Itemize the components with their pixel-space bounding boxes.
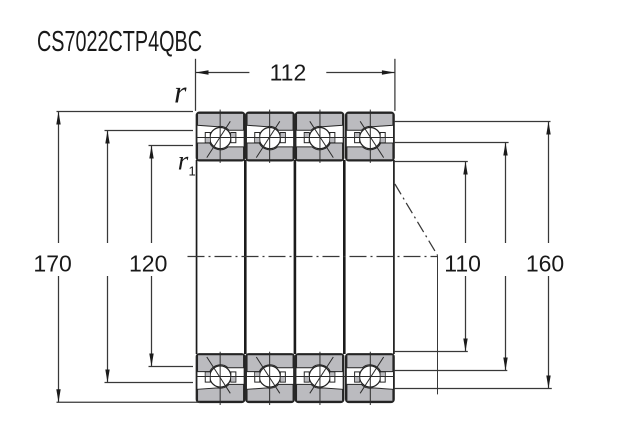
svg-text:110: 110 <box>444 251 481 277</box>
svg-text:r: r <box>174 74 187 110</box>
svg-text:r: r <box>178 146 189 176</box>
svg-text:112: 112 <box>270 60 307 86</box>
svg-text:1: 1 <box>189 164 196 179</box>
svg-text:120: 120 <box>129 251 167 277</box>
svg-text:160: 160 <box>526 251 564 277</box>
svg-text:CS7022CTP4QBC: CS7022CTP4QBC <box>37 26 202 58</box>
svg-text:170: 170 <box>33 251 71 277</box>
